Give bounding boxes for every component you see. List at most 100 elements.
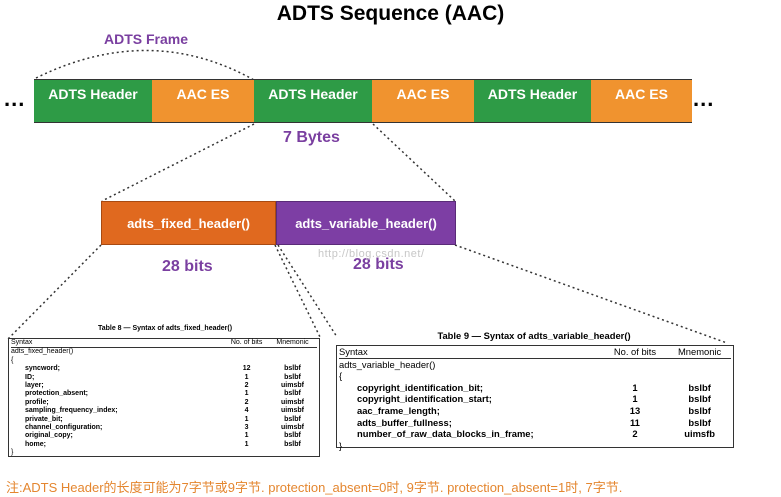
ellipsis-left: ...	[4, 86, 26, 111]
table8-bits: 2	[244, 382, 249, 390]
table9-empty	[602, 440, 669, 452]
table8-mnemonic: uimsbf	[281, 407, 304, 415]
table9-col-syntax: Syntax	[339, 346, 602, 359]
table8-mnemonic: uimsbf	[281, 424, 304, 432]
table9-field: copyright_identification_bit;	[357, 381, 484, 393]
adts-header-segment: ADTS Header	[254, 79, 372, 123]
table8-row: adts_fixed_header()	[11, 348, 317, 357]
table9-bits: 2	[632, 428, 638, 440]
watermark: http://blog.csdn.net/	[318, 248, 425, 260]
table8-bits: 1	[244, 440, 249, 448]
table9-row: aac_frame_length; 13 bslbf	[339, 405, 731, 417]
adts-header-segment: ADTS Header	[34, 79, 152, 123]
table9: Syntax No. of bits Mnemonic adts_variabl…	[336, 345, 734, 451]
aac-es-segment: AAC ES	[152, 79, 254, 123]
table8-bits: 1	[244, 432, 249, 440]
table8-field: original_copy;	[25, 432, 73, 440]
table9-row: number_of_raw_data_blocks_in_frame; 2 uims…	[339, 428, 731, 440]
ellipsis-right: ...	[693, 86, 715, 111]
table9-bits: 1	[632, 381, 638, 393]
table9-col-mnemonic: Mnemonic	[668, 346, 731, 359]
table8-mnemonic: bslbf	[284, 365, 301, 373]
table8-field: sampling_frequency_index;	[25, 407, 118, 415]
table9-mnemonic: bslbf	[688, 393, 711, 405]
table9-empty	[602, 358, 669, 370]
footnote: 注:ADTS Header的长度可能为7字节或9字节. protection_a…	[6, 480, 623, 495]
table9-close-brace: }	[339, 439, 343, 451]
frame-arc	[35, 49, 255, 81]
table9-mnemonic: uimsfb	[684, 428, 715, 440]
table9-open-brace: {	[339, 370, 343, 382]
table8-col-bits: No. of bits	[225, 339, 269, 349]
table8-row: {	[11, 357, 317, 365]
fixed-bits-label: 28 bits	[162, 258, 213, 275]
table8-func-name: adts_fixed_header()	[11, 348, 74, 356]
table8-row: layer; 2 uimsbf	[11, 382, 317, 390]
table8-mnemonic: uimsbf	[281, 382, 304, 390]
table8-caption: Table 8 — Syntax of adts_fixed_header()	[97, 325, 233, 332]
table8-mnemonic: bslbf	[284, 373, 301, 381]
table8: Syntax No. of bits Mnemonic adts_fixed_h…	[8, 338, 320, 457]
table9-empty	[602, 370, 669, 382]
table8-open-brace: {	[11, 356, 14, 364]
connector-t8-right	[274, 244, 321, 338]
table8-empty	[268, 348, 317, 357]
table9-row: {	[339, 370, 731, 382]
connector-right	[372, 123, 456, 202]
table9-bits: 11	[629, 416, 640, 428]
table9-field: aac_frame_length;	[357, 404, 440, 416]
table8-header-row: Syntax No. of bits Mnemonic	[11, 339, 317, 349]
table9-field: adts_buffer_fullness;	[357, 416, 452, 428]
table9-header-row: Syntax No. of bits Mnemonic	[339, 346, 731, 359]
table9-field: copyright_identification_start;	[357, 393, 492, 405]
aac-es-segment: AAC ES	[591, 79, 692, 123]
table8-row: sampling_frequency_index; 4 uimsbf	[11, 407, 317, 415]
table9-func-name: adts_variable_header()	[339, 358, 436, 370]
table9-col-bits: No. of bits	[601, 346, 669, 359]
table8-empty	[225, 348, 268, 357]
table8-field: layer;	[25, 382, 44, 390]
table8-bits: 12	[242, 365, 251, 373]
variable-bits-label: 28 bits	[353, 256, 404, 273]
table8-field: channel_configuration;	[25, 424, 103, 432]
table8-field: ID;	[25, 373, 35, 381]
table8-field: home;	[25, 440, 46, 448]
table8-empty	[225, 357, 268, 365]
table8-empty	[225, 449, 268, 457]
adts-header-segment: ADTS Header	[474, 79, 591, 123]
table9-empty	[668, 440, 731, 452]
table9-empty	[668, 370, 731, 382]
aac-es-segment: AAC ES	[372, 79, 474, 123]
table8-field: private_bit;	[25, 415, 63, 423]
table9-row: adts_variable_header()	[339, 358, 731, 370]
adts-fixed-header-box: adts_fixed_header()	[101, 201, 276, 245]
table8-close-brace: }	[11, 449, 14, 457]
table8-mnemonic: bslbf	[284, 440, 301, 448]
connector-t9-left	[277, 244, 338, 338]
table8-mnemonic: bslbf	[284, 432, 301, 440]
table8-bits: 4	[244, 407, 249, 415]
table8-row: ID; 1 bslbf	[11, 374, 317, 382]
table8-empty	[268, 357, 317, 365]
adts-variable-header-box: adts_variable_header()	[276, 201, 456, 245]
table9-mnemonic: bslbf	[688, 381, 711, 393]
table9-bits: 13	[629, 404, 641, 416]
connector-t9-right	[454, 244, 728, 344]
table8-mnemonic: bslbf	[284, 390, 301, 398]
table8-field: protection_absent;	[25, 390, 89, 398]
table8-bits: 2	[244, 398, 249, 406]
table8-empty	[268, 449, 317, 457]
table8-bits: 1	[244, 373, 249, 381]
table9-mnemonic: bslbf	[688, 404, 711, 416]
table9-field: number_of_raw_data_blocks_in_frame;	[357, 428, 534, 440]
diagram-title: ADTS Sequence (AAC)	[276, 2, 505, 25]
table9-mnemonic: bslbf	[688, 416, 711, 428]
